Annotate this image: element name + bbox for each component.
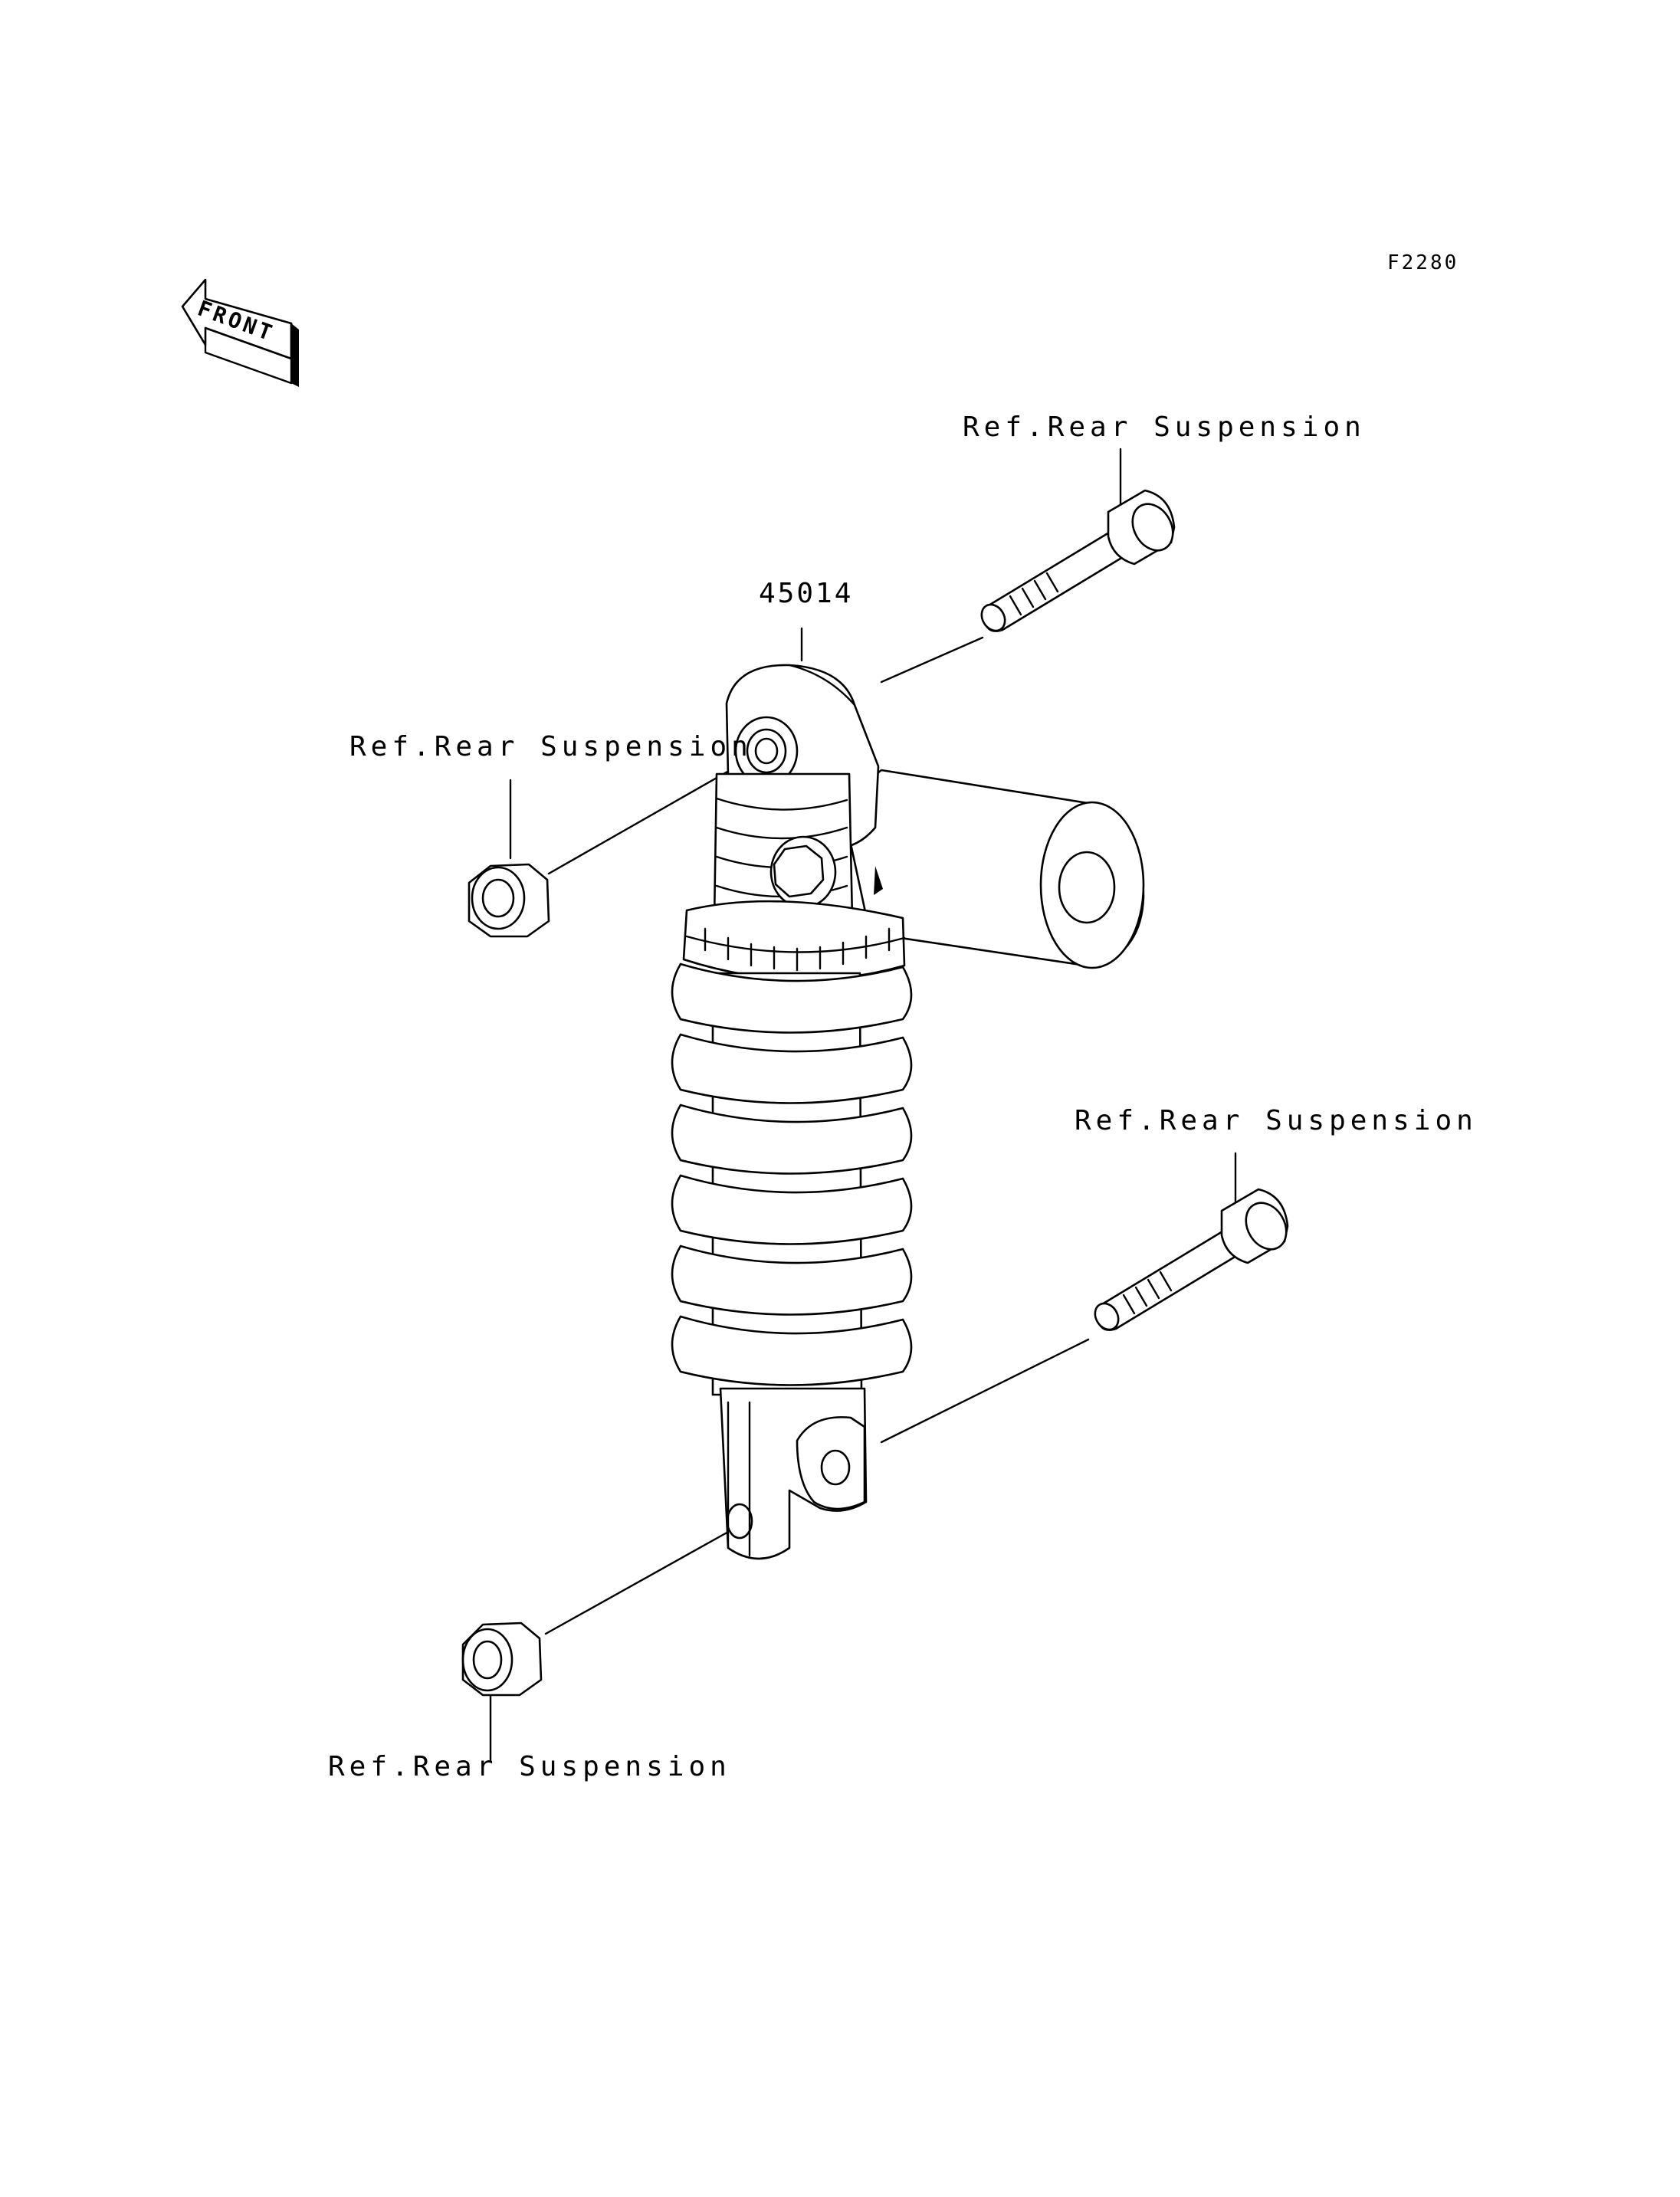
figure-id: F2280 (1387, 251, 1459, 274)
shock-absorber-45014 (671, 664, 1145, 1560)
ref-rear-suspension-top-collar: Ref.Rear Suspension (349, 731, 753, 762)
ref-rear-suspension-bottom-bolt: Ref.Rear Suspension (1075, 1105, 1478, 1136)
part-number-45014: 45014 (759, 578, 853, 609)
bottom-mount-bolt (1094, 1188, 1289, 1331)
top-collar (468, 863, 550, 938)
front-arrow-icon: FRONT (181, 278, 299, 387)
ref-rear-suspension-bottom-collar: Ref.Rear Suspension (328, 1751, 731, 1782)
ref-rear-suspension-top-bolt: Ref.Rear Suspension (963, 412, 1366, 443)
bottom-collar (461, 1622, 543, 1697)
top-mount-bolt (980, 489, 1176, 632)
